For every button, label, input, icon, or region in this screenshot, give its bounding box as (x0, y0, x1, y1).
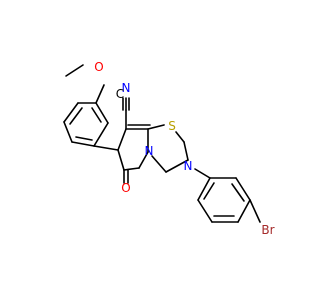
atom-labels: O N C S N N O Br (94, 60, 274, 237)
molecule-structure: O N C S N N O Br (63, 60, 275, 237)
thiadiazine-ring-bond (175, 131, 185, 143)
fused-nitrogen-label: N (145, 144, 154, 158)
methoxy-oxygen-label: O (94, 60, 103, 74)
n-aryl-bond (194, 168, 211, 179)
methoxyphenyl-double-bond (69, 107, 83, 125)
bromine-label: Br (261, 223, 274, 237)
methoxyphenyl-ring-bond (63, 102, 79, 123)
thiadiazine-ring-bond (147, 124, 165, 130)
bromophenyl-double-bond (203, 182, 215, 200)
bromophenyl-ring-bond (237, 199, 251, 223)
methoxyphenyl-ring-bond (93, 122, 109, 147)
nitrile-carbon-label: C (116, 87, 124, 101)
aryl-link-bond (93, 145, 119, 151)
bromophenyl-ring-bond (235, 177, 251, 201)
methoxyphenyl-ring-bond (71, 141, 95, 147)
methoxyphenyl-ring-bond (63, 121, 73, 143)
bromophenyl-double-bond (231, 183, 245, 202)
thiadiazine-ring-bond (183, 141, 189, 161)
bromophenyl-ring-bond (197, 177, 211, 201)
methoxyphenyl-ring-bond (95, 102, 109, 124)
bromophenyl-ring-bond (197, 199, 213, 223)
methoxyphenyl-double-bond (91, 107, 102, 123)
methyl-bond (65, 64, 84, 77)
bromine-bond (249, 199, 261, 223)
carbonyl-oxygen-label: O (121, 181, 130, 195)
methoxyphenyl-double-bond (75, 136, 93, 141)
thiadiazine-ring-bond (165, 159, 189, 173)
aryl-nitrogen-label: N (184, 159, 193, 173)
ring-bond (138, 151, 149, 169)
bond-lines (63, 64, 261, 223)
ring-bond (117, 149, 125, 171)
thiadiazine-ring-bond (151, 155, 167, 173)
ring-bond (123, 167, 140, 171)
aryl-ether-bond (95, 84, 105, 104)
sulfur-label: S (168, 119, 176, 133)
ring-bond (117, 128, 127, 151)
nitrile-nitrogen-label: N (122, 81, 131, 95)
